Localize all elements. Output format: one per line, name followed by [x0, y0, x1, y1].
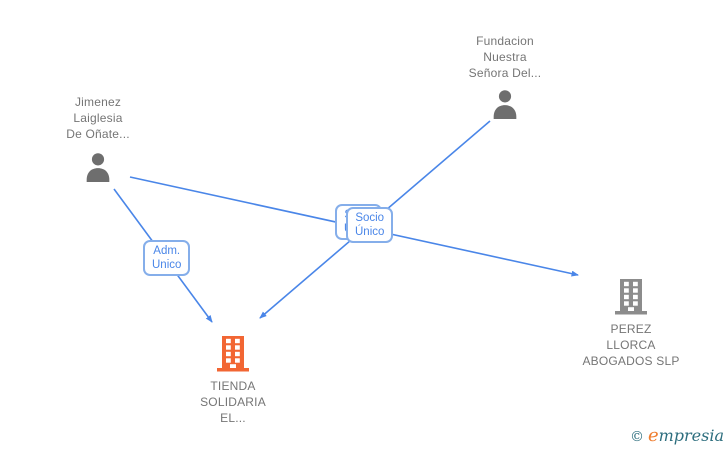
building-icon [217, 336, 249, 372]
node-tienda-solidaria[interactable]: TIENDA SOLIDARIA EL... [163, 336, 303, 426]
person-icon [493, 90, 517, 120]
node-perez-llorca[interactable]: PEREZ LLORCA ABOGADOS SLP [561, 279, 701, 369]
node-fundacion-nuestra-senora[interactable]: Fundacion Nuestra Señora Del... [435, 33, 575, 121]
entity-name: Fundacion Nuestra Señora Del... [468, 34, 542, 80]
building-icon [615, 279, 647, 315]
entity-name: TIENDA SOLIDARIA EL... [200, 379, 266, 425]
node-jimenez-laiglesia[interactable]: Jimenez Laiglesia De Oñate... [28, 94, 168, 184]
brand-name: mpresia [658, 426, 724, 445]
brand-initial: e [647, 425, 659, 446]
entity-name: Jimenez Laiglesia De Oñate... [66, 95, 130, 141]
empresia-logo[interactable]: © e mpresia [630, 425, 724, 446]
edge-label-socio-unico: Socio Único [346, 207, 394, 243]
person-icon [86, 153, 110, 183]
edge-label-adm-unico: Adm. Unico [143, 240, 191, 276]
entity-name: PEREZ LLORCA ABOGADOS SLP [582, 322, 680, 368]
copyright-icon: © [629, 429, 644, 445]
